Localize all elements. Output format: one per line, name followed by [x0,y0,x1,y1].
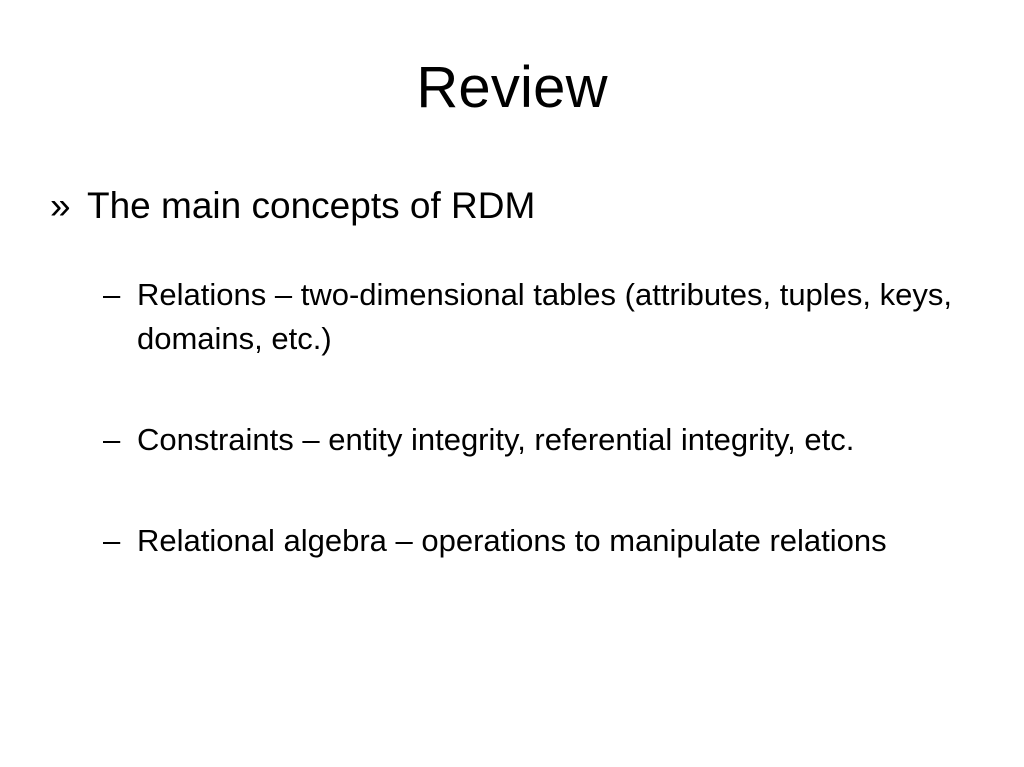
bullet-level2-relations: – Relations – two-dimensional tables (at… [0,273,1024,361]
en-dash-bullet-icon: – [103,523,121,559]
double-angle-quote-bullet-icon: » [50,185,71,226]
bullet-level2-constraints: – Constraints – entity integrity, refere… [0,418,1024,462]
bullet-level2-label: Constraints – entity integrity, referent… [137,422,855,458]
bullet-level2-list: – Relations – two-dimensional tables (at… [0,273,1024,563]
bullet-level2-label: Relational algebra – operations to manip… [137,523,887,559]
slide-body: » The main concepts of RDM – Relations –… [0,183,1024,563]
bullet-level1-main-concepts: » The main concepts of RDM [0,183,1024,228]
en-dash-bullet-icon: – [103,277,121,313]
en-dash-bullet-icon: – [103,422,121,458]
slide-title: Review [416,55,608,120]
bullet-level1-label: The main concepts of RDM [87,185,536,226]
bullet-level2-label: Relations – two-dimensional tables (attr… [137,277,953,357]
bullet-level2-relational-algebra: – Relational algebra – operations to man… [0,519,1024,563]
